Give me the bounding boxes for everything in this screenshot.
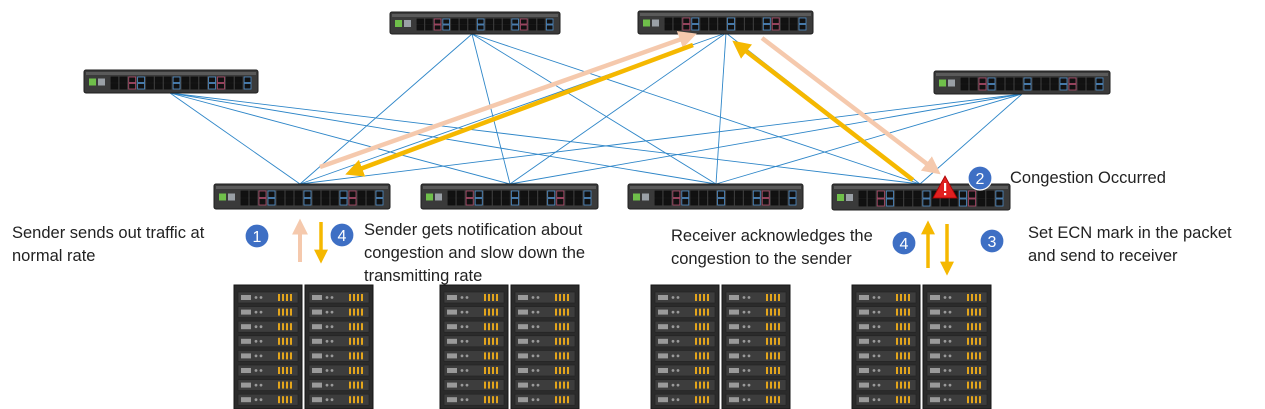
- network-link: [471, 33, 921, 185]
- server-rack-icon: [304, 284, 374, 409]
- server-rack-icon: [650, 284, 720, 409]
- network-link: [471, 33, 717, 185]
- step-badge-receiver_ack: 4: [891, 230, 917, 256]
- ack-arrow: [732, 40, 915, 182]
- rack-group-3: [650, 284, 791, 409]
- label-receiver-ack: Receiver acknowledges the congestion to …: [671, 225, 873, 271]
- label-sender-notified: Sender gets notification about congestio…: [364, 219, 585, 288]
- label-sender-sends: Sender sends out traffic at normal rate: [12, 222, 204, 268]
- network-link: [169, 92, 921, 185]
- traffic-arrow: [319, 31, 697, 170]
- step-number: 2: [976, 171, 985, 188]
- network-link: [299, 33, 473, 185]
- network-link: [509, 32, 727, 185]
- server-rack-icon: [721, 284, 791, 409]
- network-link: [169, 92, 301, 185]
- step-number: 4: [338, 228, 347, 245]
- label-line: congestion and slow down the: [364, 244, 586, 262]
- label-line: Sender sends out traffic at: [12, 224, 205, 242]
- topology-links: [169, 32, 1023, 185]
- step-badge-sender_notified: 4: [329, 222, 355, 248]
- label-line: Set ECN mark in the packet: [1028, 224, 1232, 242]
- step-number: 4: [900, 236, 909, 253]
- core-left-network-switch-icon: [83, 69, 259, 94]
- label-line: and send to receiver: [1028, 247, 1178, 265]
- label-line: Congestion Occurred: [1010, 169, 1166, 187]
- rack-group-2: [439, 284, 580, 409]
- label-line: normal rate: [12, 247, 96, 265]
- rack-group-4: [851, 284, 992, 409]
- spine-2-network-switch-icon: [637, 10, 814, 35]
- label-congestion: Congestion Occurred: [1010, 167, 1166, 190]
- server-rack-icon: [851, 284, 921, 409]
- spine-1-network-switch-icon: [389, 11, 561, 35]
- step-number: 1: [253, 229, 262, 246]
- leaf-1-network-switch-icon: [213, 183, 391, 210]
- step-number: 3: [988, 234, 997, 251]
- label-line: Sender gets notification about: [364, 221, 583, 239]
- server-rack-icon: [510, 284, 580, 409]
- network-link: [715, 93, 1023, 185]
- network-link: [715, 32, 727, 185]
- network-link: [509, 93, 1023, 185]
- core-right-network-switch-icon: [933, 70, 1111, 95]
- server-rack-icon: [233, 284, 303, 409]
- server-rack-icon: [922, 284, 992, 409]
- notify-arrow: [345, 42, 694, 177]
- step-badge-congestion: 2: [967, 165, 993, 191]
- leaf-3-network-switch-icon: [627, 183, 804, 210]
- step-badge-sender_send: 1: [244, 223, 270, 249]
- traffic-arrow: [760, 36, 941, 175]
- label-line: transmitting rate: [364, 267, 483, 285]
- network-link: [299, 93, 1023, 185]
- leaf-2-network-switch-icon: [420, 183, 599, 210]
- badges-layer: 1 4 2 4 3: [244, 165, 1005, 256]
- leaf-4-network-switch-icon: [831, 183, 1011, 211]
- label-set-ecn: Set ECN mark in the packet and send to r…: [1028, 222, 1232, 268]
- rack-group-1: [233, 284, 374, 409]
- server-rack-icon: [439, 284, 509, 409]
- label-line: congestion to the sender: [671, 250, 852, 268]
- network-link: [169, 92, 511, 185]
- label-line: Receiver acknowledges the: [671, 227, 873, 245]
- racks-layer: [233, 284, 992, 409]
- step-badge-ecn_mark: 3: [979, 228, 1005, 254]
- arrows-layer: [292, 31, 954, 276]
- warning-triangle-icon: [932, 175, 958, 199]
- switches-layer: [83, 10, 1111, 211]
